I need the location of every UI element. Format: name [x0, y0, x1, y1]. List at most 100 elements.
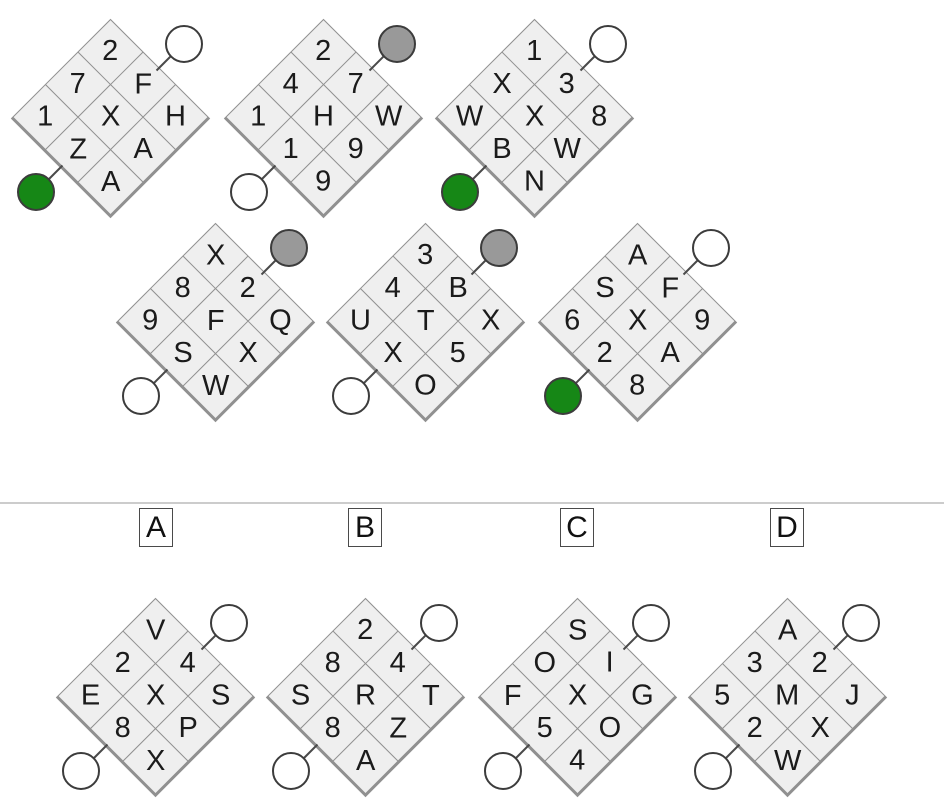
- cell-value: I: [605, 647, 615, 680]
- cell-value: G: [631, 679, 654, 712]
- cell-value: W: [374, 100, 403, 133]
- cell-value: O: [598, 712, 622, 745]
- cell-value: M: [775, 679, 800, 712]
- cell-value: 1: [282, 133, 300, 166]
- cell-value: F: [134, 68, 152, 101]
- cell-value: 8: [324, 647, 342, 680]
- cell-value: U: [349, 304, 371, 337]
- cell-value: P: [178, 712, 198, 745]
- cell-value: X: [383, 337, 403, 370]
- cell-value: X: [145, 744, 166, 777]
- corner-circle-bottom-left-icon: [62, 752, 100, 790]
- cell-value: H: [165, 100, 187, 133]
- cell-value: Z: [69, 133, 87, 166]
- cell-value: X: [524, 100, 545, 133]
- cell-value: 5: [714, 679, 731, 712]
- cell-value: 3: [417, 239, 434, 272]
- cell-value: S: [210, 679, 231, 712]
- divider: [0, 502, 944, 504]
- cell-value: 7: [69, 68, 87, 101]
- corner-circle-bottom-left-icon: [272, 752, 310, 790]
- option-diamond-b[interactable]: 2 4 T 8 R Z S 8 A: [265, 597, 466, 798]
- cell-value: Z: [389, 712, 407, 745]
- cell-value: 2: [357, 614, 374, 647]
- cell-value: 3: [746, 647, 764, 680]
- option-label-c[interactable]: C: [560, 508, 594, 547]
- corner-circle-top-right-icon: [270, 229, 308, 267]
- cell-value: 9: [142, 304, 159, 337]
- cell-value: X: [238, 337, 258, 370]
- cell-value: 1: [526, 35, 543, 68]
- corner-circle-top-right-icon: [632, 604, 670, 642]
- cell-value: S: [173, 337, 193, 370]
- cell-value: A: [777, 614, 798, 647]
- cell-value: V: [145, 614, 166, 647]
- cell-value: B: [448, 272, 468, 305]
- cell-value: X: [567, 679, 588, 712]
- cell-value: 4: [282, 68, 300, 101]
- corner-circle-top-right-icon: [692, 229, 730, 267]
- cell-value: F: [503, 679, 522, 712]
- cell-value: S: [595, 272, 615, 305]
- cell-value: X: [480, 304, 501, 337]
- cell-value: 6: [564, 304, 581, 337]
- cell-value: T: [416, 304, 435, 337]
- cell-value: X: [627, 304, 648, 337]
- cell-value: X: [492, 68, 512, 101]
- option-label-a[interactable]: A: [139, 508, 173, 547]
- corner-circle-top-right-icon: [210, 604, 248, 642]
- corner-circle-top-right-icon: [165, 25, 203, 63]
- cell-value: 4: [384, 272, 402, 305]
- corner-circle-bottom-left-icon: [17, 173, 55, 211]
- corner-circle-top-right-icon: [378, 25, 416, 63]
- option-diamond-d[interactable]: A 2 J 3 M X 5 2 W: [687, 597, 888, 798]
- cell-value: 2: [239, 272, 257, 305]
- cell-value: 9: [694, 304, 711, 337]
- cell-value: 2: [596, 337, 614, 370]
- option-diamond-a[interactable]: V 4 S 2 X P E 8 X: [55, 597, 256, 798]
- cell-value: 7: [347, 68, 365, 101]
- corner-circle-bottom-left-icon: [484, 752, 522, 790]
- cell-value: Q: [269, 304, 292, 337]
- option-diamond-c[interactable]: S I G O X O F 5 4: [477, 597, 678, 798]
- cell-value: 9: [347, 133, 365, 166]
- option-label-b[interactable]: B: [348, 508, 382, 547]
- cell-value: 2: [315, 35, 332, 68]
- puzzle-diamond-3: 1 3 8 X X W W B N: [434, 18, 635, 219]
- cell-value: 4: [389, 647, 407, 680]
- cell-value: 8: [324, 712, 342, 745]
- option-label-d[interactable]: D: [770, 508, 804, 547]
- cell-value: J: [845, 679, 860, 712]
- cell-value: 2: [114, 647, 132, 680]
- cell-value: F: [661, 272, 679, 305]
- cell-value: B: [492, 133, 512, 166]
- cell-value: X: [810, 712, 830, 745]
- corner-circle-top-right-icon: [480, 229, 518, 267]
- cell-value: X: [100, 100, 121, 133]
- cell-value: O: [414, 369, 437, 402]
- cell-value: W: [553, 133, 581, 166]
- puzzle-diamond-4: X 2 Q 8 F X 9 S W: [115, 222, 316, 423]
- cell-value: 5: [536, 712, 554, 745]
- corner-circle-top-right-icon: [589, 25, 627, 63]
- corner-circle-bottom-left-icon: [122, 377, 160, 415]
- cell-value: 8: [114, 712, 132, 745]
- cell-value: 4: [569, 744, 586, 777]
- cell-value: 2: [811, 647, 829, 680]
- puzzle-diamond-1: 2 F H 7 X A 1 Z A: [10, 18, 211, 219]
- cell-value: 2: [102, 35, 119, 68]
- corner-circle-bottom-left-icon: [441, 173, 479, 211]
- corner-circle-bottom-left-icon: [332, 377, 370, 415]
- cell-value: X: [145, 679, 166, 712]
- cell-value: A: [133, 133, 153, 166]
- cell-value: H: [313, 100, 334, 133]
- cell-value: 3: [558, 68, 576, 101]
- cell-value: A: [660, 337, 680, 370]
- corner-circle-top-right-icon: [842, 604, 880, 642]
- cell-value: E: [80, 679, 101, 712]
- cell-value: 8: [591, 100, 608, 133]
- puzzle-diamond-2: 2 7 W 4 H 9 1 1 9: [223, 18, 424, 219]
- cell-value: 1: [250, 100, 267, 133]
- cell-value: R: [355, 679, 376, 712]
- cell-value: 4: [179, 647, 197, 680]
